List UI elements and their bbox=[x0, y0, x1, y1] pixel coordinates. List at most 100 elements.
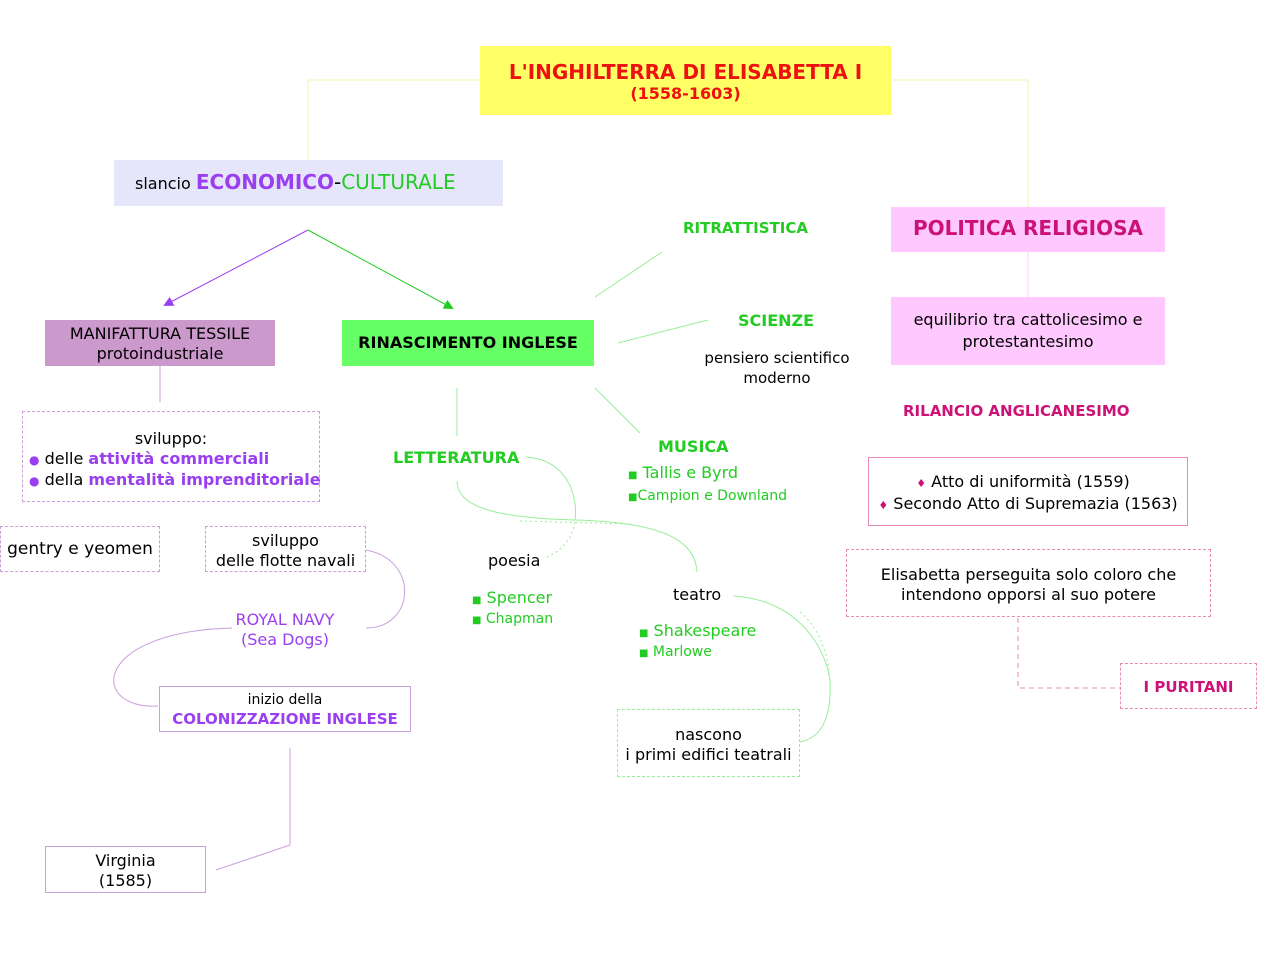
sviluppo-item-prefix: della bbox=[44, 470, 84, 489]
bullet-square-icon: ■ bbox=[639, 648, 649, 659]
rilancio-label: RILANCIO ANGLICANESIMO bbox=[903, 402, 1130, 420]
slancio-economico: ECONOMICO bbox=[195, 170, 334, 194]
link-dotted-horizontal bbox=[519, 520, 631, 525]
poesia-item-label: Spencer bbox=[486, 588, 553, 607]
teatro-label: teatro bbox=[673, 585, 722, 604]
equilibrio-box: equilibrio tra cattolicesimo e protestan… bbox=[891, 297, 1165, 365]
flotte-box: sviluppo delle flotte navali bbox=[205, 526, 366, 572]
equilibrio-line1: equilibrio tra cattolicesimo e bbox=[913, 310, 1143, 329]
letteratura-label: LETTERATURA bbox=[393, 448, 520, 467]
bullet-square-icon: ■ bbox=[639, 628, 649, 639]
slancio-box: slancio ECONOMICO-CULTURALE bbox=[114, 160, 503, 206]
sviluppo-title: sviluppo: bbox=[134, 429, 208, 448]
rinascimento-label: RINASCIMENTO INGLESE bbox=[358, 333, 578, 352]
gentry-box: gentry e yeomen bbox=[0, 526, 160, 572]
scienze-desc: pensiero scientifico moderno bbox=[692, 348, 862, 388]
sviluppo-item-em: attività commerciali bbox=[88, 449, 270, 468]
gentry-label: gentry e yeomen bbox=[7, 539, 153, 559]
slancio-prefix: slancio bbox=[135, 174, 191, 193]
perseguita-line1: Elisabetta perseguita solo coloro che bbox=[880, 565, 1177, 584]
link-scienze bbox=[617, 319, 709, 344]
poesia-item: ■ Chapman bbox=[472, 610, 553, 630]
slancio-culturale: CULTURALE bbox=[341, 170, 456, 194]
musica-label: MUSICA bbox=[658, 437, 729, 456]
royal-navy-line1: ROYAL NAVY bbox=[235, 610, 335, 629]
sviluppo-box: sviluppo: ● delle attività commerciali ●… bbox=[22, 411, 321, 502]
link-title-slancio bbox=[307, 79, 480, 160]
flotte-line2: delle flotte navali bbox=[215, 551, 356, 570]
royal-navy-label: ROYAL NAVY (Sea Dogs) bbox=[222, 610, 348, 650]
colonizzazione-main: COLONIZZAZIONE INGLESE bbox=[172, 710, 398, 728]
link-flotte-royal bbox=[365, 549, 406, 629]
atti-box: ♦ Atto di uniformità (1559) ♦ Secondo At… bbox=[868, 457, 1188, 526]
arrow-rinascimento bbox=[307, 229, 454, 309]
royal-navy-line2: (Sea Dogs) bbox=[241, 630, 329, 649]
bullet-dot-icon: ● bbox=[29, 453, 40, 467]
poesia-item: ■ Spencer bbox=[472, 588, 553, 610]
poesia-label: poesia bbox=[488, 551, 541, 570]
link-musica bbox=[594, 387, 641, 434]
link-colonizzazione-virginia bbox=[215, 748, 291, 871]
manifattura-box: MANIFATTURA TESSILE protoindustriale bbox=[45, 320, 275, 366]
edifici-line1: nascono bbox=[675, 725, 742, 744]
sviluppo-item: ● della mentalità imprenditoriale bbox=[23, 470, 321, 491]
teatro-item-label: Shakespeare bbox=[653, 621, 757, 640]
title-box: L'INGHILTERRA DI ELISABETTA I (1558-1603… bbox=[480, 46, 891, 115]
teatro-item: ■ Marlowe bbox=[639, 643, 756, 663]
perseguita-box: Elisabetta perseguita solo coloro che in… bbox=[846, 549, 1211, 617]
link-title-politica bbox=[890, 79, 1029, 207]
link-teatro-dotted bbox=[799, 611, 831, 691]
equilibrio-line2: protestantesimo bbox=[962, 332, 1094, 351]
link-royal-colonizzazione bbox=[113, 627, 233, 707]
scienze-desc-line2: moderno bbox=[743, 369, 811, 387]
teatro-list: ■ Shakespeare ■ Marlowe bbox=[639, 621, 756, 663]
flotte-line1: sviluppo bbox=[252, 531, 319, 550]
atti-item-label: Secondo Atto di Supremazia (1563) bbox=[893, 494, 1178, 513]
title-main: L'INGHILTERRA DI ELISABETTA I bbox=[508, 60, 863, 84]
musica-item: ■Campion e Downland bbox=[628, 486, 787, 508]
politica-box: POLITICA RELIGIOSA bbox=[891, 207, 1165, 252]
poesia-item-label: Chapman bbox=[485, 611, 554, 627]
puritani-box: I PURITANI bbox=[1120, 663, 1257, 709]
perseguita-line2: intendono opporsi al suo potere bbox=[901, 585, 1156, 604]
virginia-box: Virginia (1585) bbox=[45, 846, 206, 893]
link-letteratura-teatro bbox=[456, 480, 698, 573]
link-letteratura-curve bbox=[525, 456, 577, 521]
diamond-icon: ♦ bbox=[916, 477, 927, 490]
ritrattistica-label: RITRATTISTICA bbox=[683, 219, 808, 237]
arrow-manifattura bbox=[163, 229, 309, 306]
title-dates: (1558-1603) bbox=[630, 84, 741, 103]
musica-item-label: Campion e Downland bbox=[637, 488, 788, 504]
link-perseguita-puritani bbox=[1017, 618, 1120, 689]
sviluppo-item-em: mentalità imprenditoriale bbox=[88, 470, 321, 489]
rinascimento-box: RINASCIMENTO INGLESE bbox=[342, 320, 594, 366]
musica-item-label: Tallis e Byrd bbox=[642, 463, 739, 482]
bullet-square-icon: ■ bbox=[628, 492, 638, 503]
link-poesia-dotted bbox=[544, 521, 576, 559]
bullet-square-icon: ■ bbox=[628, 470, 638, 481]
teatro-item: ■ Shakespeare bbox=[639, 621, 756, 643]
teatro-item-label: Marlowe bbox=[652, 644, 712, 660]
sviluppo-item: ● delle attività commerciali bbox=[23, 449, 319, 470]
bullet-square-icon: ■ bbox=[472, 595, 482, 606]
scienze-label: SCIENZE bbox=[738, 311, 815, 330]
sviluppo-item-prefix: delle bbox=[44, 449, 84, 468]
atti-item: ♦ Secondo Atto di Supremazia (1563) bbox=[869, 494, 1187, 516]
colonizzazione-box: inizio della COLONIZZAZIONE INGLESE bbox=[159, 686, 411, 732]
edifici-line2: i primi edifici teatrali bbox=[625, 745, 792, 764]
scienze-desc-line1: pensiero scientifico bbox=[704, 349, 850, 367]
manifattura-line2: protoindustriale bbox=[96, 344, 224, 363]
virginia-line1: Virginia bbox=[95, 851, 156, 870]
diamond-icon: ♦ bbox=[878, 499, 889, 512]
atti-item: ♦ Atto di uniformità (1559) bbox=[859, 472, 1187, 494]
puritani-label: I PURITANI bbox=[1143, 678, 1234, 696]
slancio-dash: - bbox=[333, 170, 342, 194]
musica-list: ■ Tallis e Byrd ■Campion e Downland bbox=[628, 463, 787, 508]
virginia-line2: (1585) bbox=[98, 871, 153, 890]
musica-item: ■ Tallis e Byrd bbox=[628, 463, 787, 486]
colonizzazione-pre: inizio della bbox=[247, 692, 323, 708]
link-teatro-edifici bbox=[732, 595, 831, 743]
link-ritrattistica bbox=[594, 251, 663, 298]
bullet-square-icon: ■ bbox=[472, 615, 482, 626]
